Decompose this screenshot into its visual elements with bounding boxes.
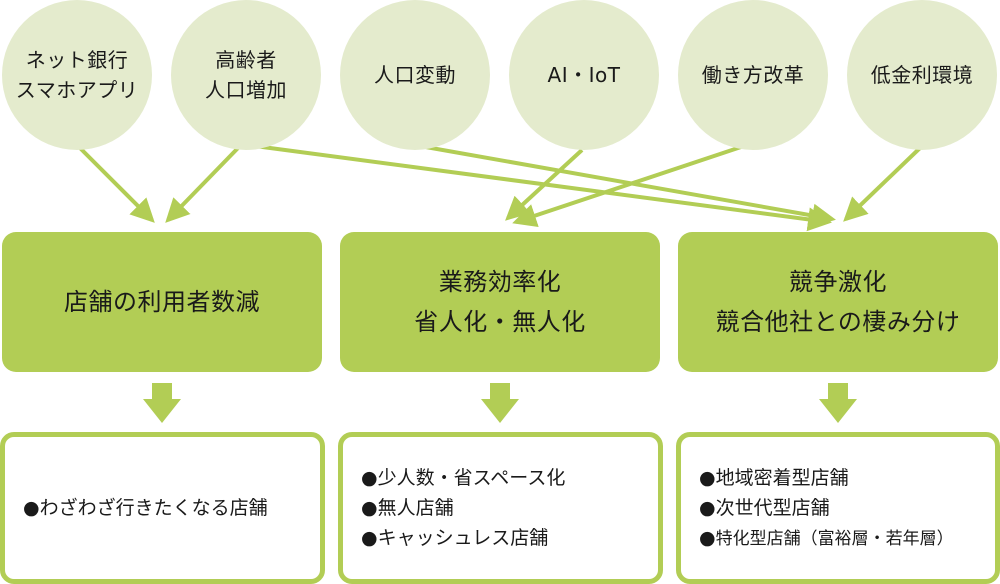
trend-label: 業務効率化 [438, 268, 562, 296]
arrow-elderly-to-competition [254, 144, 832, 232]
factor-netbank: ネット銀行 スマホアプリ [2, 0, 152, 150]
factor-label: スマホアプリ [15, 78, 139, 102]
result-box-competition-stores: ●地域密着型店舗 ●次世代型店舗 ●特化型店舗（富裕層・若年層） [676, 432, 1000, 584]
bullet-icon: ● [699, 496, 716, 519]
factor-workstyle: 働き方改革 [678, 0, 828, 150]
factor-label: ネット銀行 [25, 48, 129, 72]
factor-elderly: 高齢者 人口増加 [171, 0, 321, 150]
result-item: ●地域密着型店舗 [699, 466, 849, 489]
factor-label: AI・IoT [547, 63, 621, 87]
arrow-lowrate-to-competition [843, 146, 922, 222]
arrow-netbank-to-decrease [78, 146, 155, 223]
trend-efficiency: 業務効率化 省人化・無人化 [340, 232, 660, 372]
factor-label: 働き方改革 [701, 63, 805, 87]
factor-ai-iot: AI・IoT [509, 0, 659, 150]
arrow-elderly-to-decrease [165, 146, 240, 223]
bullet-icon: ● [699, 526, 716, 549]
bullet-icon: ● [361, 527, 378, 549]
arrow-ai-to-efficiency [505, 148, 584, 221]
factor-label: 低金利環境 [870, 63, 974, 87]
result-item: ●無人店舗 [361, 497, 454, 519]
factor-label: 人口増加 [205, 78, 287, 102]
trend-label: 競争激化 [789, 268, 887, 296]
result-box-efficiency-stores: ●少人数・省スペース化 ●無人店舗 ●キャッシュレス店舗 [338, 432, 663, 584]
bullet-icon: ● [699, 466, 716, 489]
factor-label: 人口変動 [374, 63, 456, 87]
bullet-icon: ● [361, 497, 378, 519]
factor-low-rate: 低金利環境 [847, 0, 997, 150]
down-arrow-icon [819, 383, 857, 423]
trend-label: 店舗の利用者数減 [64, 288, 260, 316]
trend-customer-decrease: 店舗の利用者数減 [2, 232, 322, 372]
result-item: ●次世代型店舗 [699, 496, 830, 519]
trend-label: 競合他社との棲み分け [715, 308, 961, 336]
down-arrow-icon [481, 383, 519, 423]
factor-population: 人口変動 [340, 0, 490, 150]
result-item: ●わざわざ行きたくなる店舗 [23, 497, 268, 519]
factor-label: 高齢者 [215, 48, 277, 72]
arrow-workstyle-to-efficiency [512, 144, 745, 228]
bullet-icon: ● [361, 467, 378, 489]
bullet-icon: ● [23, 497, 40, 519]
result-item: ●特化型店舗（富裕層・若年層） [699, 526, 954, 549]
down-arrow-icon [143, 383, 181, 423]
result-item: ●キャッシュレス店舗 [361, 527, 549, 549]
trend-competition: 競争激化 競合他社との棲み分け [678, 232, 998, 372]
trend-label: 省人化・無人化 [414, 308, 586, 336]
result-item: ●少人数・省スペース化 [361, 467, 566, 489]
arrow-population-to-competition [419, 144, 836, 228]
result-box-attractive-store: ●わざわざ行きたくなる店舗 [0, 432, 325, 584]
